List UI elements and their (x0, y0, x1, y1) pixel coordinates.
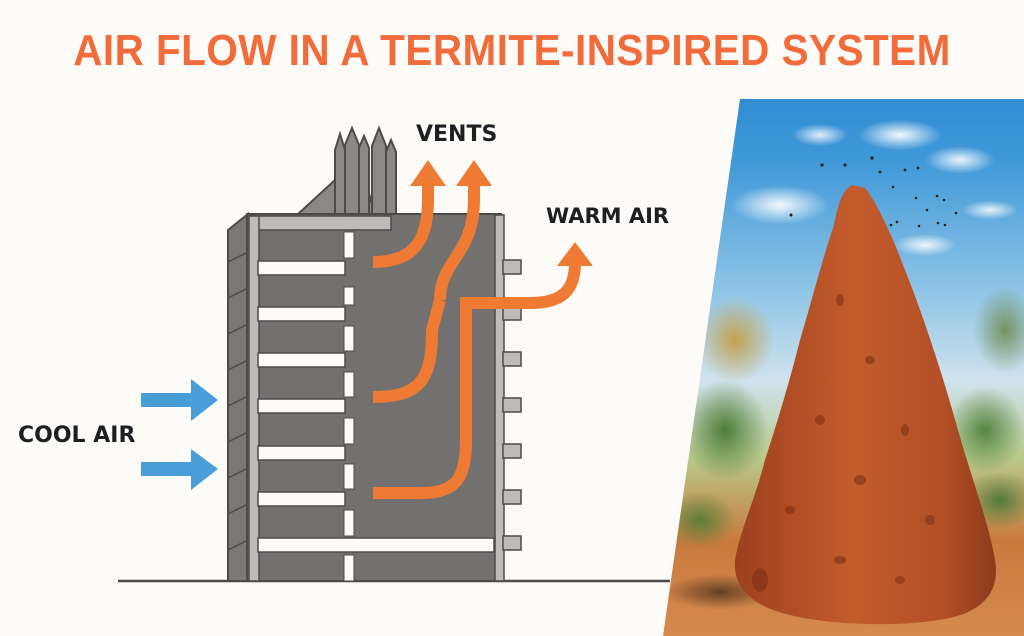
warm-air-arrowhead (557, 242, 593, 266)
mound-texture (752, 294, 935, 592)
cool-air-arrow-2 (141, 449, 218, 490)
right-fins (502, 259, 522, 551)
floor-slabs (257, 260, 495, 553)
flying-insects (789, 156, 958, 228)
vent-arrow-1 (372, 182, 434, 268)
vent-arrowhead-1 (410, 160, 446, 186)
page-title: AIR FLOW IN A TERMITE-INSPIRED SYSTEM (73, 26, 951, 75)
mound-body (734, 185, 996, 625)
central-shaft (343, 231, 355, 582)
vent-arrow-2 (434, 182, 480, 301)
vent-arrowhead-2 (456, 160, 492, 186)
warm-air-label: WARM AIR (546, 204, 670, 228)
warm-air-arrow (373, 261, 581, 499)
vent-arrow-2-lower (372, 298, 446, 403)
vents-label: VENTS (416, 122, 498, 147)
cool-air-arrows (141, 379, 218, 490)
cool-air-label: COOL AIR (18, 423, 136, 448)
arrow-heads (410, 160, 593, 266)
cool-air-arrow-1 (141, 379, 218, 421)
warm-air-arrows (372, 182, 581, 499)
left-face-hatching (227, 251, 249, 551)
